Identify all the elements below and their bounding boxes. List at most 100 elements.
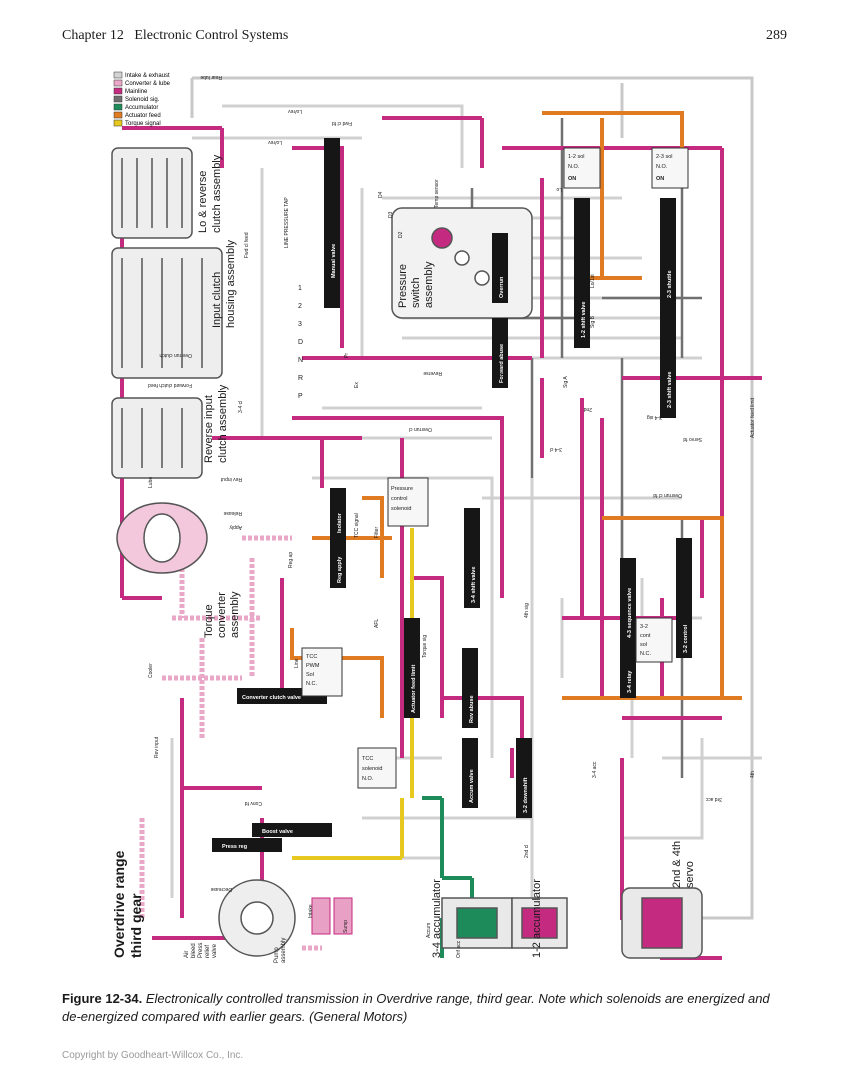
gear-r: R <box>298 375 303 382</box>
passage-label: Rev input <box>220 476 242 482</box>
shift-12-label: 1-2 shift valve <box>581 302 587 338</box>
legend-torque: Torque signal <box>125 121 161 127</box>
actuator-feed-limit-label: Actuator feed limit <box>411 665 417 713</box>
passage-label: Cooler <box>148 663 154 678</box>
pump-label-2: assembly <box>281 938 287 963</box>
figure-caption: Figure 12-34. Electronically controlled … <box>62 990 788 1026</box>
tcc-solenoid-line-1: TCC <box>362 756 373 762</box>
assembly-labels: Lo & reverse clutch assembly Input clutc… <box>197 154 696 958</box>
passage-label: Intake <box>308 904 314 918</box>
sol-12-line-3: ON <box>568 176 576 182</box>
passage-label: Filter <box>374 527 380 538</box>
servo-drawing <box>621 887 703 959</box>
torque-converter-drawing <box>116 502 208 574</box>
lo-reverse-label-1: Lo & reverse <box>197 171 209 233</box>
passage-label: Lo/rev <box>268 139 282 145</box>
tcc-pwm-box <box>301 647 343 697</box>
passage-label: Lube <box>148 477 154 488</box>
converter-clutch-label: Converter clutch valve <box>242 695 301 701</box>
input-clutch-label-2: housing assembly <box>225 239 237 328</box>
passage-label: Rear lube <box>200 74 222 80</box>
press-relief-label-1: Press <box>198 943 204 958</box>
passage-label: 3-4 acc <box>592 761 598 778</box>
boost-valve <box>252 823 332 837</box>
passage-label: Sig A <box>563 376 569 388</box>
pressure-control-line-3: solenoid <box>391 506 412 512</box>
actuator-feed-limit-valve <box>404 618 420 718</box>
diagram-title: Overdrive range third gear <box>111 850 144 958</box>
input-clutch-drawing <box>111 247 223 379</box>
solenoid-boxes <box>301 147 689 789</box>
passage-label: D4 <box>378 191 384 198</box>
pressure-control-line-2: control <box>391 496 408 502</box>
torque-converter-label-3: assembly <box>229 591 241 638</box>
sol-23-line-1: 2-3 sol <box>656 154 673 160</box>
press-relief-label-2: relief <box>205 945 211 958</box>
reverse-input-label-2: clutch assembly <box>217 384 229 463</box>
accumulator-34-label: 3-4 accumulator <box>431 879 443 958</box>
passage-label: Forward clutch feed <box>148 382 192 388</box>
component-labels: Pump assembly Air bleed Press relief val… <box>184 938 287 963</box>
manual-valve-label: Manual valve <box>331 244 337 278</box>
accumulator-12-label: 1-2 accumulator <box>531 879 543 958</box>
tcc-pwm-line-1: TCC <box>306 654 317 660</box>
gear-3: 3 <box>298 321 302 328</box>
gear-1: 1 <box>298 285 302 292</box>
passage-label: Rev <box>493 370 502 376</box>
overrun-valve <box>492 233 508 303</box>
sol-23-line-2: N.O. <box>656 164 668 170</box>
sol-12-line-1: 1-2 sol <box>568 154 585 160</box>
isolator-label: Isolator <box>337 512 343 533</box>
page-number: 289 <box>766 28 787 43</box>
tcc-solenoid-line-3: N.O. <box>362 776 374 782</box>
shift-34-valve <box>464 508 480 608</box>
passage-label: D3 <box>388 211 394 218</box>
passage-label: Reverse <box>423 370 442 376</box>
rev-abuse-label: Rev abuse <box>469 695 475 723</box>
reverse-input-clutch-drawing <box>111 397 203 479</box>
shift-23-label: 2-3 shift valve <box>667 372 673 408</box>
shift-23-valve <box>660 298 676 418</box>
shift-12-valve <box>574 198 590 348</box>
reg-apply-label: Reg apply <box>337 556 343 583</box>
chapter-number: Chapter 12 <box>62 28 124 43</box>
control-32-valve <box>676 538 692 658</box>
passage-label: D2 <box>398 231 404 238</box>
downshift-32-valve <box>516 738 532 818</box>
valve-labels: Manual valve Overrun Forward abuse 1-2 s… <box>222 244 689 850</box>
passage-label: 2nd <box>583 406 592 412</box>
chapter-header: Chapter 12 Electronic Control Systems <box>62 28 288 44</box>
rev-abuse-valve <box>462 648 478 728</box>
control-32-label: 3-2 control <box>683 624 689 653</box>
hydraulic-circuit-diagram: Intake & exhaust Converter & lube Mainli… <box>62 58 788 982</box>
accum-valve <box>462 738 478 808</box>
shuttle-23-label: 2-3 shuttle <box>667 270 673 298</box>
accumulator-12-drawing <box>511 897 568 949</box>
tcc-solenoid-line-2: solenoid <box>362 766 383 772</box>
passage-label: Line <box>294 658 300 668</box>
pump-drawing <box>218 879 296 957</box>
caption-text: Electronically controlled transmission i… <box>62 991 770 1024</box>
frame-lines <box>190 76 754 920</box>
press-relief-label-3: valve <box>212 943 218 958</box>
passage-label: Lo/rev <box>288 108 302 114</box>
passage-label: Lo <box>556 186 562 192</box>
servo-label-1: 2nd & 4th <box>671 841 683 888</box>
press-reg-valve <box>212 838 282 852</box>
chapter-title: Electronic Control Systems <box>134 28 289 43</box>
sol-32-box <box>635 617 673 663</box>
passage-label: Fwd cl fd <box>332 120 352 126</box>
passage-label: 3-4 cl <box>550 446 562 452</box>
tcc-pwm-line-3: Sol <box>306 672 314 678</box>
legend-accumulator: Accumulator <box>125 105 158 111</box>
tcc-pwm-line-2: PWM <box>306 663 320 669</box>
passage-label: Servo fd <box>683 436 702 442</box>
gear-p: P <box>298 393 303 400</box>
input-clutch-label-1: Input clutch <box>211 272 223 328</box>
press-reg-label: Press reg <box>222 844 247 850</box>
passage-label: 3rd acc <box>705 796 722 802</box>
sol-32-line-2: cont <box>640 633 651 639</box>
passage-label: 3-4 cl <box>238 401 244 413</box>
passage-label: Sump <box>343 920 349 933</box>
pressure-switch-label-2: switch <box>410 277 422 308</box>
